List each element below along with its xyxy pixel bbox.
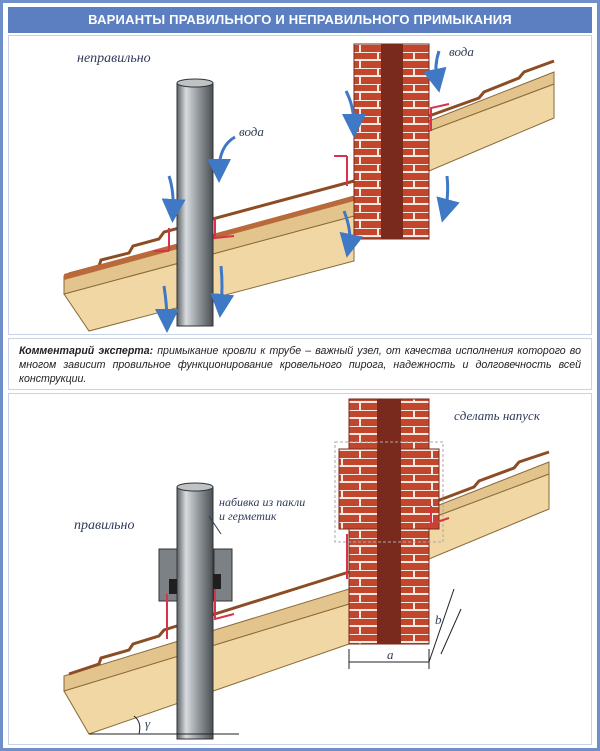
comment-text: примыкание кровли к трубе – важный узел,… [19, 345, 581, 385]
packing-pointer [208, 515, 222, 535]
label-packing-2: и герметик [219, 509, 277, 523]
figure-title: ВАРИАНТЫ ПРАВИЛЬНОГО И НЕПРАВИЛЬНОГО ПРИ… [8, 7, 592, 33]
label-angle: γ [145, 716, 151, 731]
correct-diagram: правильно набивка из пакли и герметик сд… [63, 398, 550, 740]
dimension-b [428, 588, 462, 663]
brick-chimney [353, 43, 430, 240]
label-packing-1: набивка из пакли [219, 495, 305, 509]
pipe-flashing [166, 589, 235, 639]
pipe-flashing [154, 218, 235, 252]
comment-prefix: Комментарий эксперта: [19, 345, 154, 357]
angle-gamma [89, 715, 239, 735]
brick-chimney [334, 398, 444, 645]
label-overlap: сделать напуск [454, 408, 541, 423]
label-correct: правильно [74, 518, 135, 533]
label-dimension-a: a [387, 647, 394, 662]
water-arrows [154, 50, 460, 333]
expert-comment: Комментарий эксперта: примыкание кровли … [8, 338, 592, 390]
label-water-chimney: вода [449, 44, 474, 59]
chimney-flashing [334, 103, 450, 186]
label-dimension-b: b [435, 612, 442, 627]
round-pipe [158, 482, 233, 740]
roof-right [428, 450, 550, 560]
chimney-flashing [346, 506, 450, 579]
correct-diagram-panel: правильно набивка из пакли и герметик сд… [8, 393, 592, 745]
label-water-pipe: вода [239, 124, 264, 139]
roof-right [428, 59, 555, 172]
wrong-diagram-panel: неправильно вода вода [8, 35, 592, 335]
label-wrong: неправильно [77, 51, 151, 66]
dimension-a [348, 649, 430, 669]
round-pipe [176, 78, 214, 327]
wrong-diagram: неправильно вода вода [63, 43, 555, 333]
